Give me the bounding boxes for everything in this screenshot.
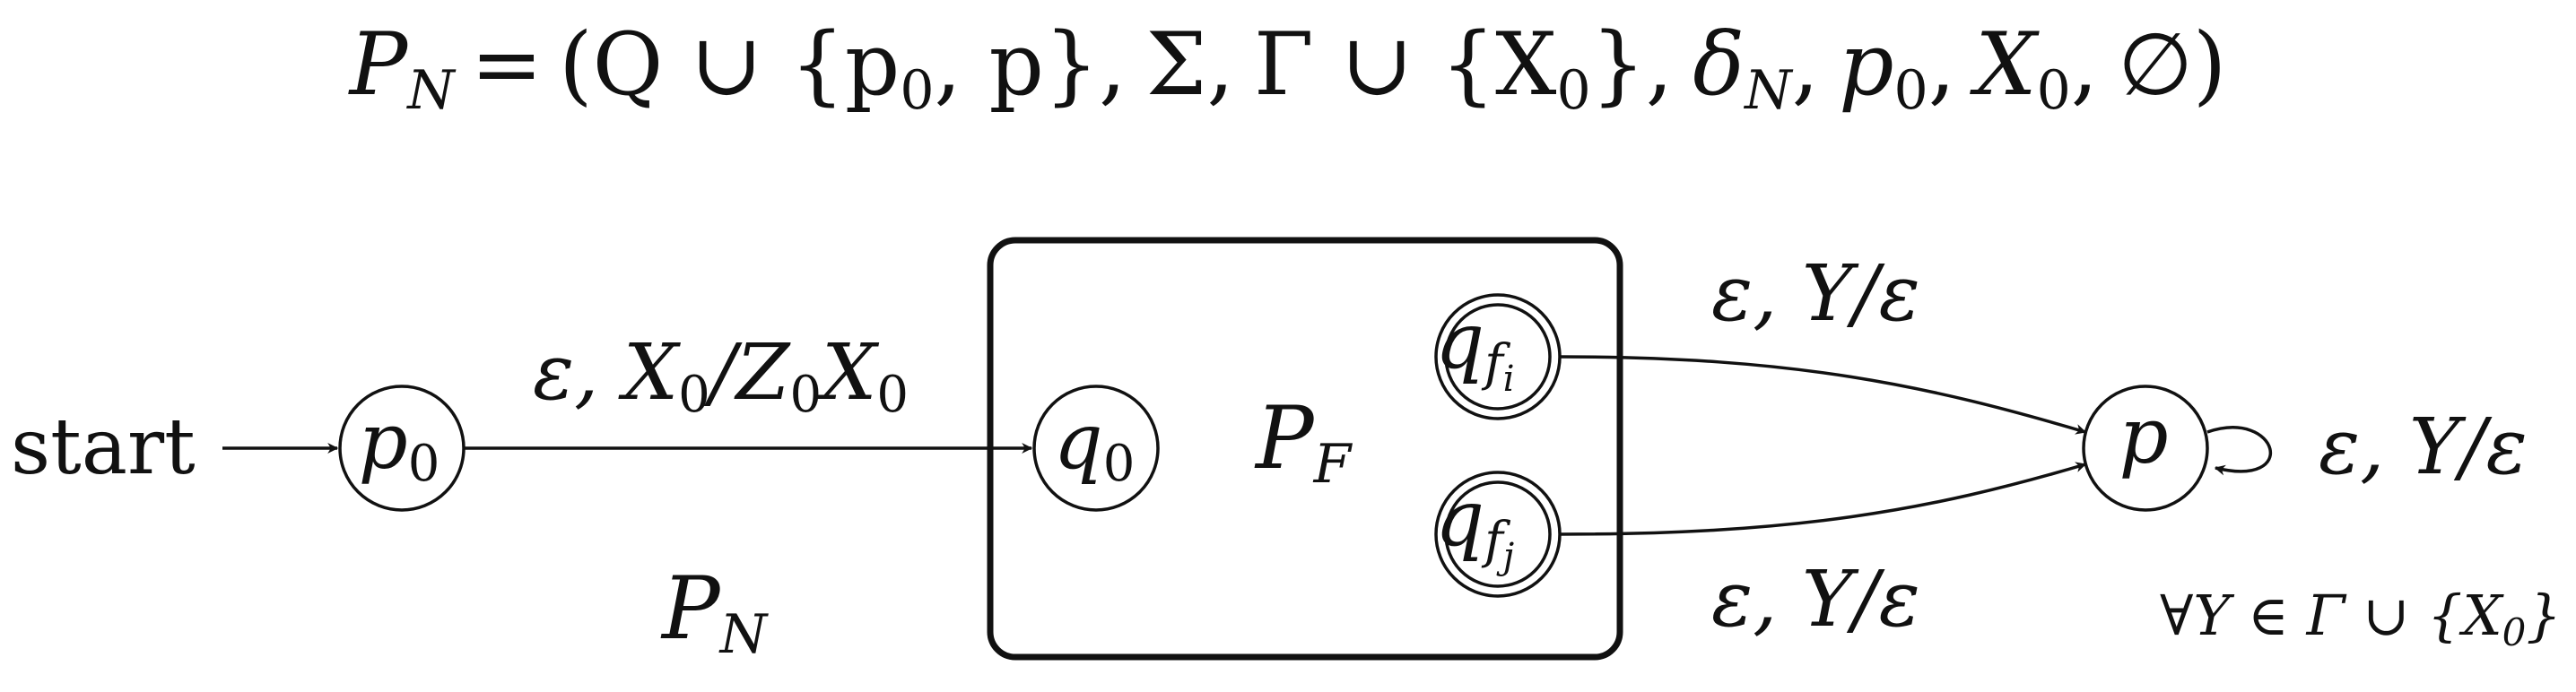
svg-text:q0: q0	[1054, 397, 1136, 493]
def-x0-tail: ,	[2071, 14, 2099, 115]
def-sigma: Σ,	[1146, 14, 1234, 115]
def-gamma-sub: 0	[1556, 59, 1590, 122]
def-states-sub: 0	[900, 59, 934, 122]
edge-qfi-p	[1559, 355, 2087, 435]
svg-text:p: p	[2119, 392, 2168, 481]
outer-label-pn: PN	[660, 558, 770, 666]
def-p0: p	[1839, 14, 1893, 115]
def-eq: =	[471, 14, 543, 115]
state-qfj: qfj	[1434, 471, 1562, 598]
pda-definition: PN=(Q ∪ {p0, p},Σ,Γ ∪ {X0},δN,p0,X0,∅)	[348, 14, 2227, 122]
box-label-pf: PF	[1254, 388, 1353, 496]
def-delta-tail: ,	[1792, 14, 1820, 115]
svg-text:qfj: qfj	[1435, 474, 1514, 577]
svg-text:qfi: qfi	[1435, 297, 1515, 400]
edge-p0-q0-label: ε, X0/Z0X0	[533, 328, 909, 424]
def-p0-tail: ,	[1928, 14, 1956, 115]
edge-qfj-p-label: ε, Y/ε	[1711, 555, 1920, 644]
state-p: p	[2082, 385, 2209, 512]
def-lhs-sub: N	[405, 59, 457, 122]
state-q0: q0	[1032, 385, 1160, 512]
def-delta-sub: N	[1743, 59, 1794, 122]
def-lhs: P	[348, 14, 409, 115]
svg-text:p0: p0	[359, 397, 440, 493]
def-empty: ∅)	[2118, 14, 2226, 115]
def-x0: X	[1969, 14, 2040, 115]
state-p0: p0	[338, 385, 466, 512]
def-states-tail: , p},	[935, 14, 1127, 115]
def-gamma-tail: },	[1591, 14, 1674, 115]
svg-text:PN=(Q ∪ {p0, p},Σ,Γ ∪ {X0},δN,: PN=(Q ∪ {p0, p},Σ,Γ ∪ {X0},δN,p0,X0,∅)	[348, 14, 2227, 122]
edge-p-loop-label: ε, Y/ε	[2319, 402, 2528, 492]
edge-qfi-p-label: ε, Y/ε	[1711, 249, 1920, 339]
state-qfi: qfi	[1434, 293, 1562, 420]
edge-p-loop	[2206, 426, 2273, 476]
loop-condition: ∀Y ∈ Γ ∪ {X0}	[2160, 583, 2562, 654]
def-x0-sub: 0	[2037, 59, 2071, 122]
def-delta: δ	[1693, 14, 1745, 115]
start-label: start	[11, 402, 196, 492]
def-gamma: Γ ∪ {X	[1254, 14, 1557, 115]
pf-box	[987, 237, 1623, 661]
edge-qfj-p	[1559, 462, 2087, 536]
def-states: (Q ∪ {p	[559, 14, 900, 115]
def-p0-sub: 0	[1894, 59, 1928, 122]
